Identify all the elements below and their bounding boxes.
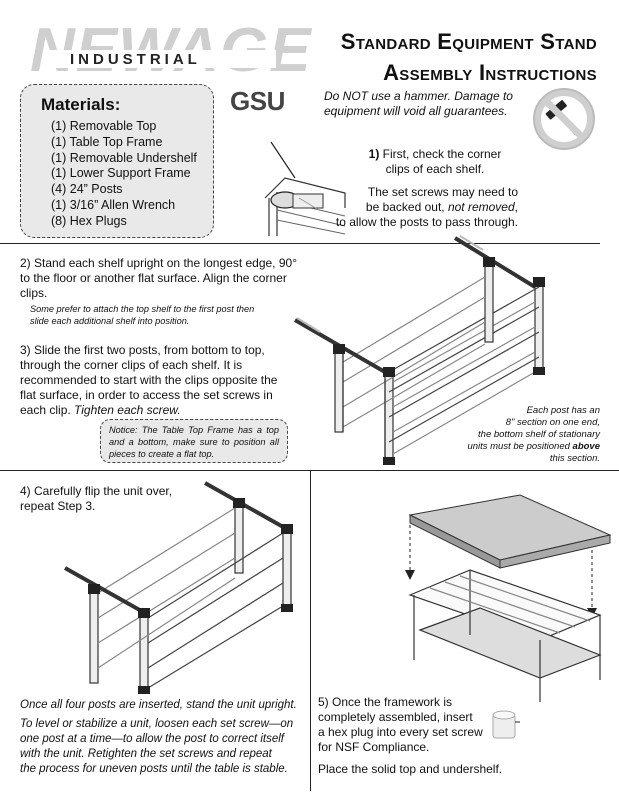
post-note-line-3: the bottom shelf of stationary — [478, 429, 600, 440]
post-note-emphasis: above — [572, 441, 600, 452]
materials-item: (8) Hex Plugs — [51, 213, 127, 228]
level-line-1: To level or stabilize a unit, loosen eac… — [20, 718, 294, 730]
warning-line-1: Do NOT use a hammer. Damage to — [324, 89, 513, 103]
level-line-2: one post at a time—to allow the post to … — [20, 733, 284, 745]
leveling-instructions: To level or stabilize a unit, loosen eac… — [20, 717, 302, 777]
step-4-text: 4) Carefully flip the unit over, repeat … — [20, 484, 220, 514]
materials-box: Materials: (1) Removable Top (1) Table T… — [20, 84, 214, 238]
table-top-notice: Notice: The Table Top Frame has a top an… — [100, 419, 288, 463]
materials-item: (1) Removable Top — [51, 119, 157, 133]
logo-subtitle: INDUSTRIAL — [70, 51, 201, 68]
step-1-text: 1) First, check the corner clips of each… — [360, 147, 510, 177]
step-3-line-3: recommended to start with the clips oppo… — [20, 373, 278, 387]
post-note-line-1: Each post has an — [526, 405, 600, 416]
step-1-line-2: clips of each shelf. — [385, 162, 485, 176]
materials-item: (1) Lower Support Frame — [51, 166, 191, 181]
step-1-note-line-2: be backed out, — [365, 200, 448, 214]
title-line-1: Standard Equipment Stand — [340, 29, 597, 54]
post-section-note: Each post has an 8" section on one end, … — [420, 405, 600, 465]
step-5-line-4: for NSF Compliance. — [318, 740, 430, 754]
step-2-text: 2) Stand each shelf upright on the longe… — [20, 256, 320, 301]
newage-logo: NEWAGE INDUSTRIAL — [30, 18, 311, 84]
level-line-4: the process for uneven posts until the t… — [20, 763, 288, 775]
divider-vertical — [310, 471, 312, 791]
materials-heading: Materials: — [41, 95, 121, 114]
post-note-line-2: 8" section on one end, — [505, 417, 600, 428]
materials-list: (1) Removable Top (1) Table Top Frame (1… — [51, 119, 197, 230]
step-1-note-line-1: The set screws may need to — [367, 185, 518, 199]
step-3-emphasis: Tighten each screw. — [74, 403, 181, 417]
step-5-line-3: a hex plug into every set screw — [318, 725, 483, 739]
divider-top — [0, 243, 600, 245]
stand-upright-text: Once all four posts are inserted, stand … — [20, 699, 297, 711]
step-5-text: 5) Once the framework is completely asse… — [318, 695, 513, 755]
step-1-note-emphasis: not removed — [447, 200, 515, 214]
step-2-line-2: to the floor or another flat surface. Al… — [20, 271, 287, 285]
title-line-2: Assembly Instructions — [383, 60, 597, 85]
step-2-tip-line-1: Some prefer to attach the top shelf to t… — [30, 304, 255, 314]
step-1-number: 1) — [368, 147, 380, 161]
materials-item: (1) 3/16” Allen Wrench — [51, 197, 176, 212]
materials-item: (1) Removable Undershelf — [51, 150, 197, 165]
materials-item: (4) 24” Posts — [51, 182, 123, 197]
materials-item: (1) Table Top Frame — [51, 134, 163, 149]
corner-clip-illustration — [264, 141, 346, 236]
hammer-warning: Do NOT use a hammer. Damage to equipment… — [324, 89, 534, 119]
step-3-text: 3) Slide the first two posts, from botto… — [20, 343, 310, 418]
logo-band — [44, 50, 276, 68]
hex-plug-icon — [492, 710, 520, 739]
step-5-line-2: completely assembled, insert — [318, 710, 473, 724]
step-1-note: The set screws may need to be backed out… — [325, 185, 518, 230]
step-4-line-1: 4) Carefully flip the unit over, — [20, 484, 173, 498]
posts-insertion-illustration — [293, 235, 545, 465]
page-title: Standard Equipment Stand Assembly Instru… — [341, 26, 597, 88]
step-3-line-4: flat surface, in order to access the set… — [20, 388, 273, 402]
step-2-tip-line-2: slide each additional shelf into positio… — [30, 316, 190, 326]
step-2-tip: Some prefer to attach the top shelf to t… — [30, 303, 320, 327]
model-badge: GSU — [230, 86, 285, 116]
step-1-note-comma: , — [514, 200, 518, 214]
step-2-line-1: 2) Stand each shelf upright on the longe… — [20, 256, 297, 270]
step-1-note-line-3: to allow the posts to pass through. — [335, 215, 518, 229]
no-hammer-icon — [533, 88, 595, 150]
step-3-line-5: each clip. — [20, 403, 75, 417]
divider-middle — [0, 470, 619, 472]
level-line-3: with the unit. Retighten the set screws … — [20, 748, 272, 760]
step-3-line-2: through the corner clips of each shelf. … — [20, 358, 243, 372]
final-assembly-illustration — [405, 494, 612, 702]
step-5-final: Place the solid top and undershelf. — [318, 762, 503, 776]
step-3-line-1: 3) Slide the first two posts, from botto… — [20, 343, 265, 357]
step-2-line-3: clips. — [20, 286, 48, 300]
step-4-line-2: repeat Step 3. — [20, 499, 96, 513]
flipped-unit-illustration — [64, 481, 293, 694]
warning-line-2: equipment will void all guarantees. — [324, 104, 508, 118]
post-note-line-5: this section. — [549, 453, 600, 464]
step-1-line-1: First, check the corner — [379, 147, 502, 161]
step-5-line-1: 5) Once the framework is — [318, 695, 453, 709]
post-note-line-4: units must be positioned — [467, 441, 573, 452]
